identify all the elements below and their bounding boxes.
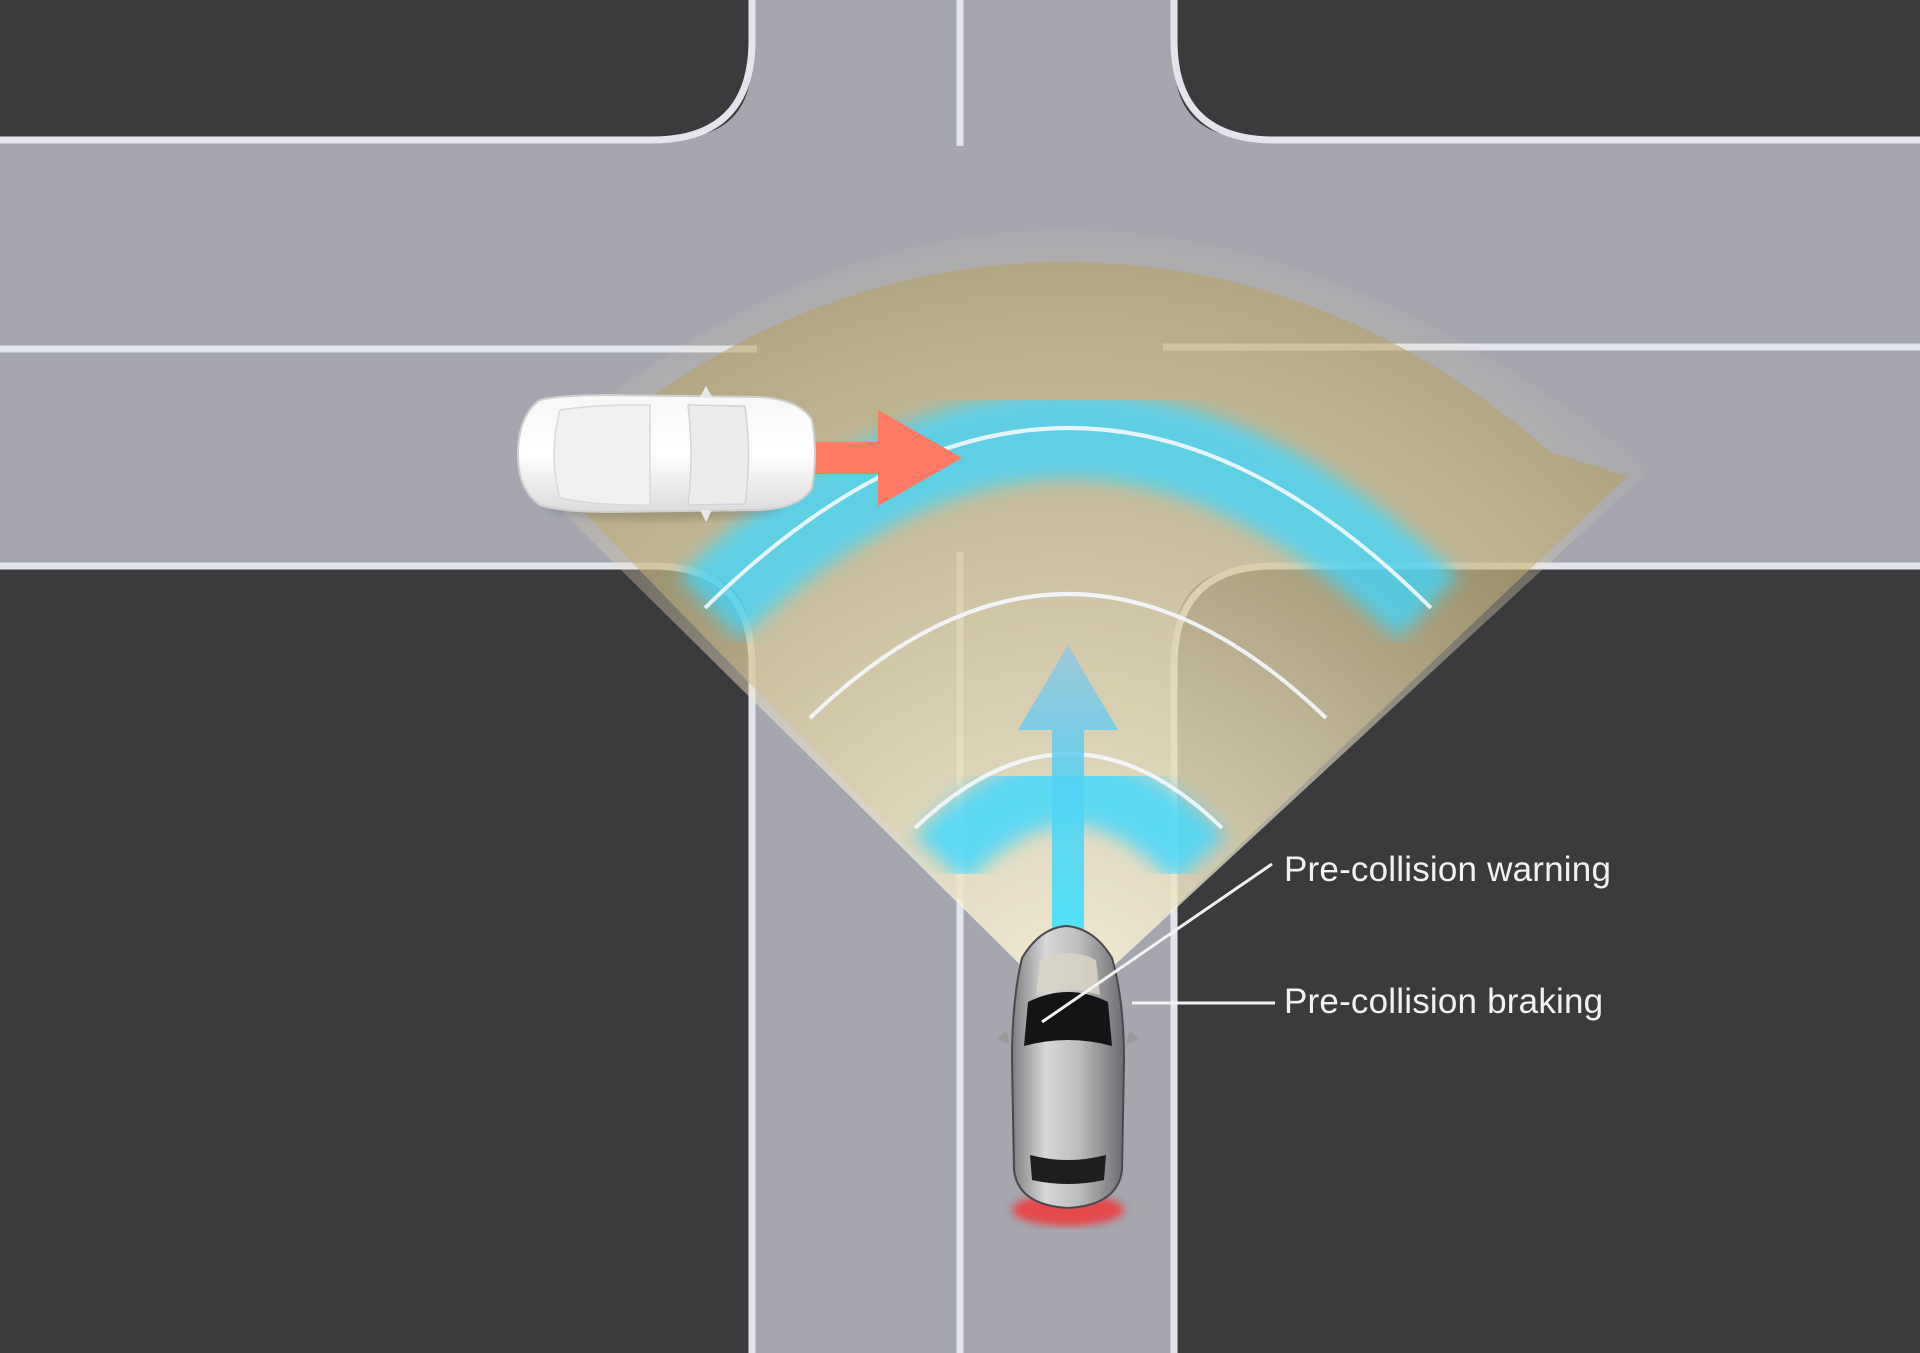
road-corner-top-left bbox=[672, 58, 752, 138]
middle-wave-line bbox=[808, 592, 1328, 720]
callout-lines bbox=[1041, 862, 1275, 1024]
crossing-arrow bbox=[808, 410, 962, 506]
curb-top-right bbox=[1170, 0, 1920, 144]
outer-wave-band bbox=[678, 391, 1459, 640]
road-corner-top-right bbox=[1174, 58, 1254, 138]
pre-collision-braking-label: Pre-collision braking bbox=[1284, 982, 1604, 1021]
pre-collision-warning-label: Pre-collision warning bbox=[1284, 850, 1612, 889]
silver-car-icon bbox=[996, 924, 1140, 1226]
outer-wave-line bbox=[703, 426, 1433, 610]
warning-leader-line bbox=[1041, 862, 1273, 1024]
path-arrow bbox=[1018, 645, 1118, 935]
curb-top-left bbox=[0, 0, 756, 144]
white-car-icon bbox=[516, 386, 816, 522]
